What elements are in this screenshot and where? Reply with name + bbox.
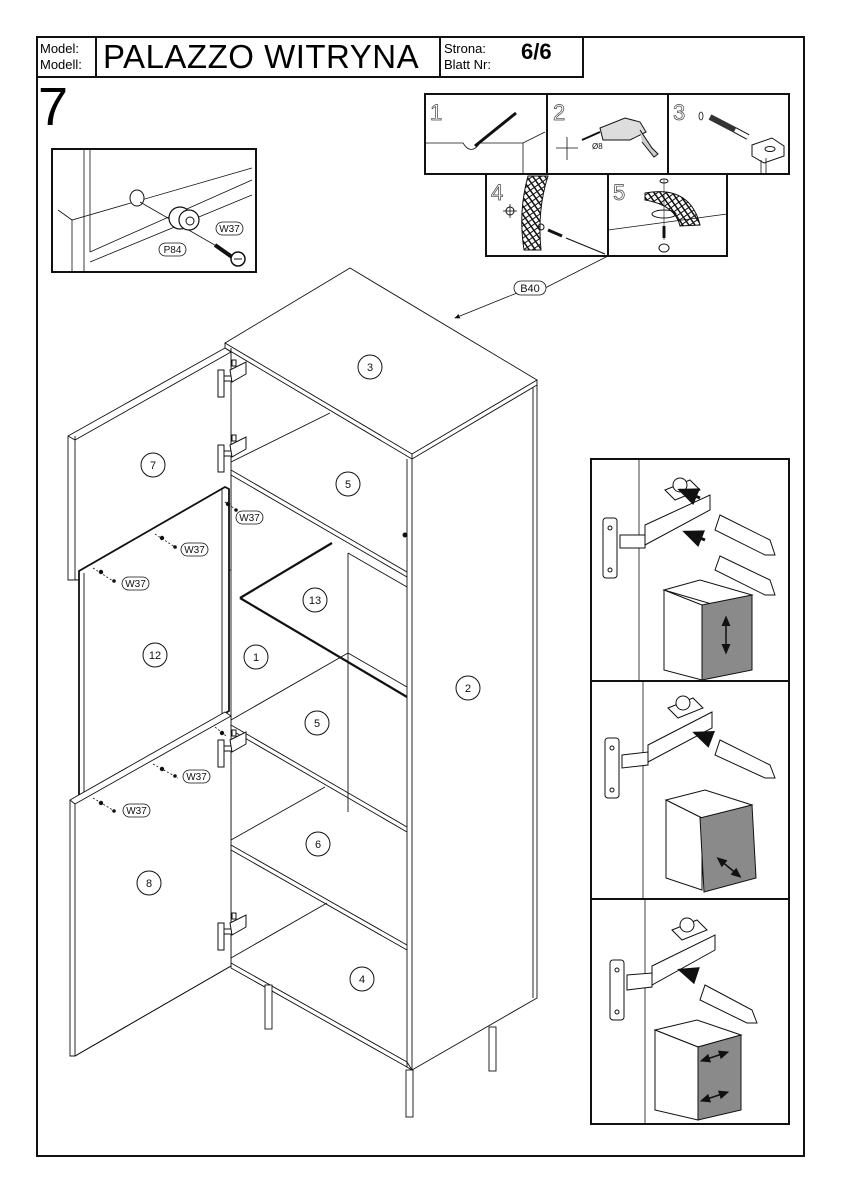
- screw-icon: [152, 763, 179, 779]
- hinge-adjust-side: [609, 917, 758, 1121]
- drill-icon: [581, 117, 659, 158]
- w37-label: W37: [125, 579, 146, 590]
- svg-text:8: 8: [146, 878, 152, 890]
- b40-label: B40: [520, 283, 540, 295]
- p84-label: P84: [164, 245, 182, 256]
- drill-size-label: Ø8: [592, 142, 603, 151]
- part-13: 13: [302, 587, 328, 613]
- model-label-pl: Model:: [40, 41, 80, 56]
- hinge-detail-icon: [609, 917, 716, 1021]
- hinge-detail-icon: [602, 477, 711, 579]
- step-panel-3: 3: [667, 93, 790, 175]
- screwdriver-icon: [714, 739, 776, 779]
- svg-text:4: 4: [359, 974, 365, 986]
- w37-label-inset: W37: [219, 224, 240, 235]
- screw-icon: [154, 533, 179, 550]
- svg-text:12: 12: [149, 650, 161, 662]
- step-panel-2-number: 2: [553, 100, 565, 125]
- b40-callout: B40: [454, 255, 609, 319]
- legs: [264, 984, 497, 1118]
- svg-text:5: 5: [345, 479, 351, 491]
- hinge-adjust-panels: [590, 458, 790, 1125]
- w37-labels: W37 W37 W37 W37 W37: [121, 510, 264, 818]
- svg-text:2: 2: [465, 683, 471, 695]
- detail-inset: P84 W37: [51, 148, 257, 273]
- part-1: 1: [243, 644, 269, 670]
- svg-text:7: 7: [150, 460, 156, 472]
- hammer-icon: [751, 137, 785, 174]
- w37-label: W37: [239, 513, 260, 524]
- step-panel-4: 4: [485, 173, 609, 257]
- step-panel-4-number: 4: [491, 180, 503, 205]
- step-number: 7: [38, 77, 69, 137]
- svg-text:3: 3: [367, 362, 373, 374]
- dowel-icon: [708, 114, 750, 140]
- w37-callout: W37: [122, 803, 151, 818]
- step-panel-3-number: 3: [673, 100, 685, 125]
- page-label-de: Blatt Nr:: [444, 57, 491, 72]
- screw-icon: [224, 501, 239, 512]
- part-7: 7: [140, 452, 166, 478]
- part-6: 6: [305, 831, 331, 857]
- svg-text:5: 5: [314, 718, 320, 730]
- w37-callout: W37: [121, 576, 150, 591]
- svg-text:13: 13: [309, 595, 321, 607]
- w37-callout: W37: [235, 510, 264, 525]
- w37-label: W37: [186, 772, 207, 783]
- w37-callout: W37: [182, 769, 211, 784]
- screw-icon: [214, 726, 227, 737]
- hinge-detail-icon: [604, 695, 713, 799]
- part-2: 2: [455, 675, 481, 701]
- screwdriver-icon: [699, 984, 758, 1024]
- adjust-cube-vertical: [662, 579, 754, 681]
- step-panel-1-number: 1: [430, 100, 442, 125]
- w37-label: W37: [126, 806, 147, 817]
- screwdriver-icon: [714, 514, 776, 596]
- model-label-de: Modell:: [40, 57, 82, 72]
- adjust-cube-side: [653, 1019, 743, 1121]
- hinge-adjust-vertical: [602, 477, 776, 681]
- hinge-icon: [217, 359, 247, 398]
- screw-icon: [92, 797, 117, 813]
- step-panel-5: 5: [607, 173, 728, 257]
- w37-label: W37: [184, 545, 205, 556]
- adjust-cube-depth: [664, 789, 757, 893]
- step-panel-2: 2 Ø8: [546, 93, 669, 175]
- svg-text:1: 1: [253, 652, 259, 664]
- part-5-lower: 5: [304, 710, 330, 736]
- part-numbers: 3 5 7 13 12 1 2 5 6 8 4: [136, 354, 481, 992]
- hinge-icon: [217, 434, 247, 473]
- part-5-upper: 5: [335, 471, 361, 497]
- part-4: 4: [349, 966, 375, 992]
- page-indicator: Strona: Blatt Nr: 6/6: [439, 36, 584, 78]
- cabinet-hinges: [217, 359, 247, 951]
- model-label: Model: Modell:: [36, 36, 97, 78]
- p84-bushing: [168, 206, 200, 231]
- part-8: 8: [136, 870, 162, 896]
- svg-text:6: 6: [315, 839, 321, 851]
- part-3: 3: [357, 354, 383, 380]
- step-panels: 1 2 Ø8: [424, 93, 790, 257]
- hinge-icon: [217, 912, 247, 951]
- hinge-icon: [217, 729, 247, 768]
- page-label-pl: Strona:: [444, 41, 486, 56]
- page-value: 6/6: [521, 39, 552, 64]
- step-panel-5-number: 5: [613, 180, 625, 205]
- part-12: 12: [142, 642, 168, 668]
- w37-callout: W37: [180, 542, 209, 557]
- w37-screws: [92, 501, 239, 813]
- step-panel-1: 1: [424, 93, 548, 175]
- w37-screw-icon: [213, 243, 246, 267]
- hinge-adjust-depth: [604, 695, 776, 893]
- screw-icon: [92, 567, 117, 584]
